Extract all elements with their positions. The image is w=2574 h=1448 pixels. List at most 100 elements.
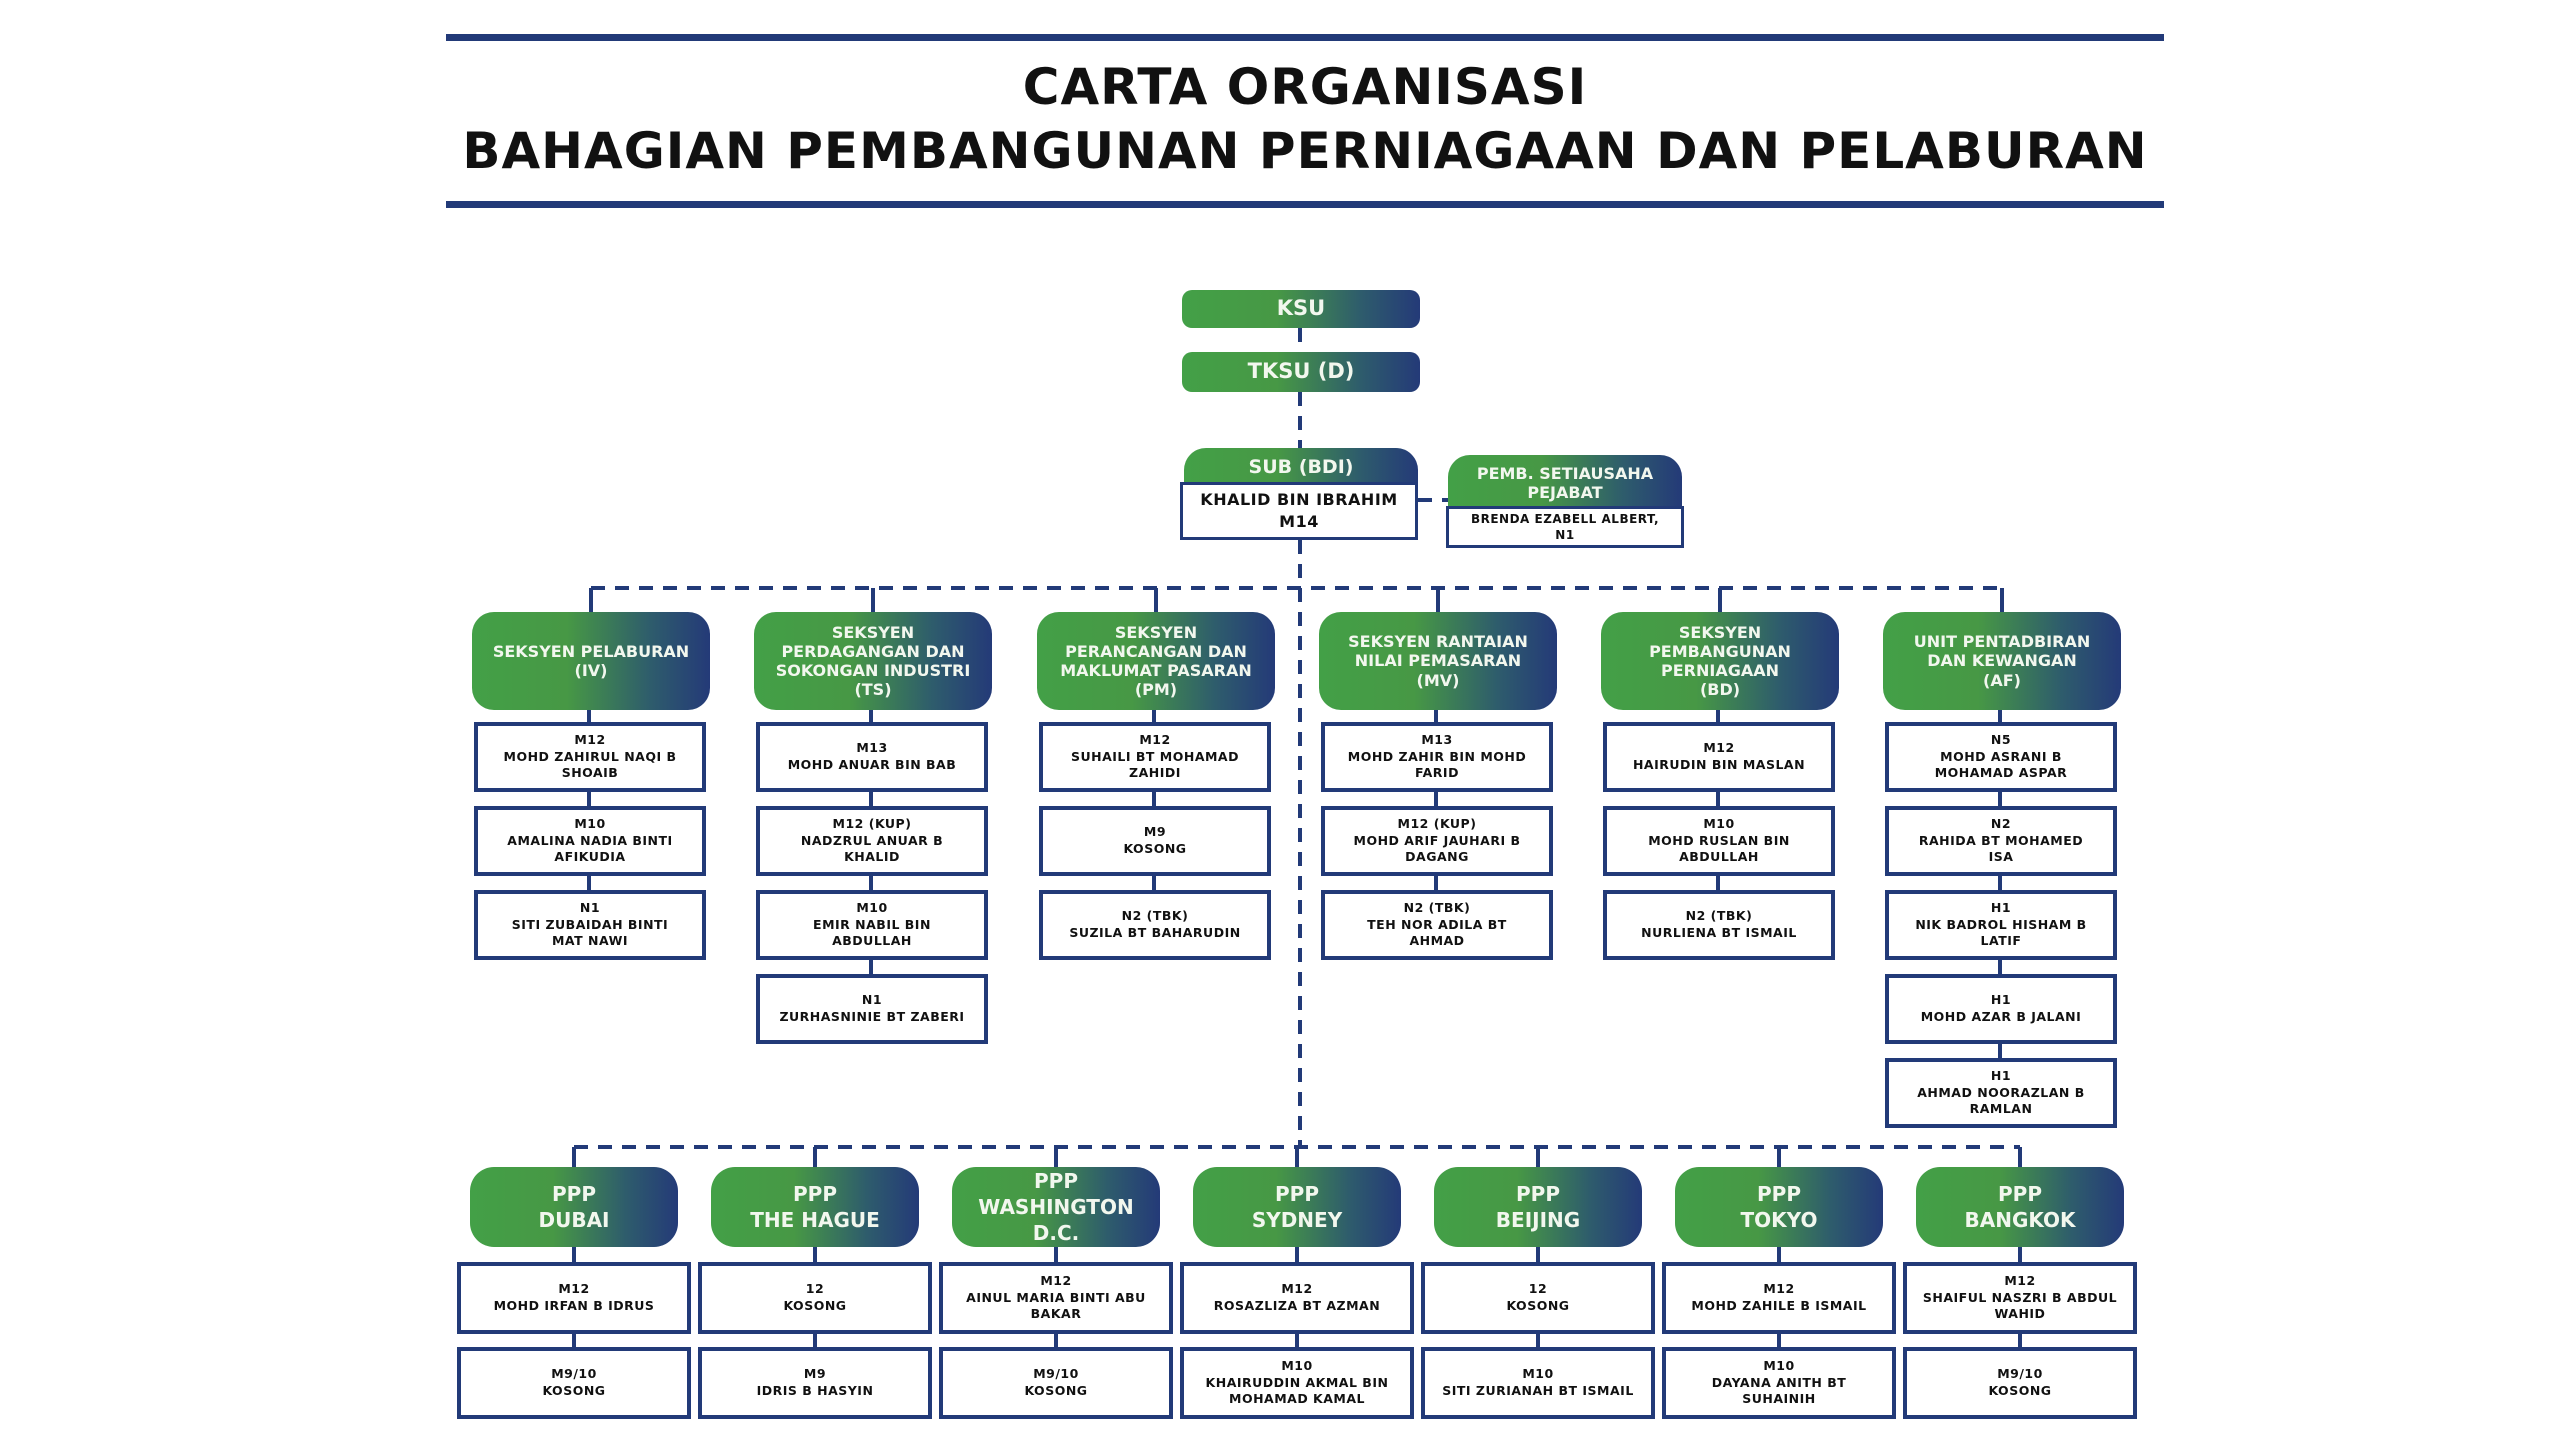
staff-grade: M12 (KUP) bbox=[1397, 815, 1477, 831]
staff-name: ZURHASNINIE BT ZABERI bbox=[779, 1009, 965, 1024]
staff-grade: M9 bbox=[803, 1366, 827, 1382]
staff-grade: N1 bbox=[861, 992, 883, 1008]
section-header: UNIT PENTADBIRAN DAN KEWANGAN (AF) bbox=[1883, 612, 2121, 710]
staff-name: DAYANA ANITH BT SUHAINIH bbox=[1711, 1374, 1847, 1407]
section-title: SEKSYEN PERDAGANGAN DAN SOKONGAN INDUSTR… bbox=[775, 622, 971, 700]
staff-name: RAHIDA BT MOHAMED ISA bbox=[1918, 832, 2084, 865]
tksu-label: TKSU (D) bbox=[1247, 359, 1355, 384]
staff-grade: N2 bbox=[1990, 815, 2012, 831]
staff-name: MOHD ZAHIR BIN MOHD FARID bbox=[1347, 748, 1527, 781]
staff-box: N2 (TBK)NURLIENA BT ISMAIL bbox=[1603, 890, 1835, 960]
office-title: PPP BEIJING bbox=[1495, 1182, 1581, 1232]
secretary-header: PEMB. SETIAUSAHA PEJABAT bbox=[1448, 455, 1682, 511]
office-title: PPP THE HAGUE bbox=[750, 1182, 880, 1232]
staff-grade: M10 bbox=[1522, 1366, 1554, 1382]
section-title: SEKSYEN RANTAIAN NILAI PEMASARAN (MV) bbox=[1348, 632, 1528, 690]
staff-name: MOHD ZAHIRUL NAQI B SHOAIB bbox=[503, 748, 677, 781]
staff-grade: M13 bbox=[856, 740, 888, 756]
section-title: SEKSYEN PELABURAN (IV) bbox=[492, 641, 690, 680]
staff-name: MOHD RUSLAN BIN ABDULLAH bbox=[1648, 832, 1790, 865]
office-title: PPP SYDNEY bbox=[1251, 1182, 1343, 1232]
staff-grade: M9/10 bbox=[1033, 1366, 1079, 1382]
staff-grade: M12 bbox=[1281, 1281, 1313, 1297]
staff-name: AINUL MARIA BINTI ABU BAKAR bbox=[966, 1289, 1146, 1322]
staff-grade: 12 bbox=[805, 1281, 825, 1297]
staff-name: KOSONG bbox=[1506, 1298, 1570, 1313]
office-title: PPP BANGKOK bbox=[1964, 1182, 2076, 1232]
staff-grade: N2 (TBK) bbox=[1685, 908, 1753, 924]
staff-name: SHAIFUL NASZRI B ABDUL WAHID bbox=[1922, 1289, 2118, 1322]
staff-name: KOSONG bbox=[542, 1383, 606, 1398]
sub-title: SUB (BDI) bbox=[1248, 455, 1354, 478]
staff-name: KOSONG bbox=[1123, 841, 1187, 856]
staff-box: M12 (KUP)NADZRUL ANUAR B KHALID bbox=[756, 806, 988, 876]
office-header: PPP WASHINGTON D.C. bbox=[952, 1167, 1160, 1247]
staff-name: MOHD ASRANI B MOHAMAD ASPAR bbox=[1934, 748, 2068, 781]
staff-name: KOSONG bbox=[1024, 1383, 1088, 1398]
staff-name: SITI ZUBAIDAH BINTI MAT NAWI bbox=[511, 916, 669, 949]
staff-name: ROSAZLIZA BT AZMAN bbox=[1213, 1298, 1381, 1313]
section-header: SEKSYEN PELABURAN (IV) bbox=[472, 612, 710, 710]
staff-name: KOSONG bbox=[783, 1298, 847, 1313]
office-header: PPP TOKYO bbox=[1675, 1167, 1883, 1247]
staff-box: N2 (TBK)SUZILA BT BAHARUDIN bbox=[1039, 890, 1271, 960]
staff-name: NURLIENA BT ISMAIL bbox=[1641, 925, 1797, 940]
staff-grade: M10 bbox=[1763, 1357, 1795, 1373]
staff-grade: N2 (TBK) bbox=[1403, 899, 1471, 915]
staff-name: MOHD ARIF JAUHARI B DAGANG bbox=[1353, 832, 1521, 865]
office-title: PPP TOKYO bbox=[1740, 1182, 1818, 1232]
staff-grade: M9/10 bbox=[1997, 1366, 2043, 1382]
staff-name: SITI ZURIANAH BT ISMAIL bbox=[1442, 1383, 1634, 1398]
chart-title: CARTA ORGANISASI bbox=[1022, 58, 1588, 116]
staff-name: SUHAILI BT MOHAMAD ZAHIDI bbox=[1070, 748, 1239, 781]
staff-grade: H1 bbox=[1990, 992, 2012, 1008]
staff-grade: M12 bbox=[2004, 1272, 2036, 1288]
ksu-node: KSU bbox=[1182, 290, 1420, 328]
staff-name: EMIR NABIL BIN ABDULLAH bbox=[813, 916, 931, 949]
secretary-holder-grade: N1 bbox=[1555, 528, 1575, 542]
office-header: PPP SYDNEY bbox=[1193, 1167, 1401, 1247]
staff-grade: M9/10 bbox=[551, 1366, 597, 1382]
sub-holder-box: KHALID BIN IBRAHIM M14 bbox=[1180, 482, 1418, 540]
section-header: SEKSYEN PERANCANGAN DAN MAKLUMAT PASARAN… bbox=[1037, 612, 1275, 710]
section-header: SEKSYEN PERDAGANGAN DAN SOKONGAN INDUSTR… bbox=[754, 612, 992, 710]
office-header: PPP DUBAI bbox=[470, 1167, 678, 1247]
bottom-rule bbox=[446, 201, 2164, 208]
tksu-node: TKSU (D) bbox=[1182, 352, 1420, 392]
top-rule bbox=[446, 34, 2164, 41]
staff-grade: M10 bbox=[574, 815, 606, 831]
staff-grade: M12 bbox=[1763, 1281, 1795, 1297]
section-title: SEKSYEN PEMBANGUNAN PERNIAGAAN (BD) bbox=[1649, 622, 1791, 700]
staff-grade: M9 bbox=[1143, 824, 1167, 840]
office-header: PPP BEIJING bbox=[1434, 1167, 1642, 1247]
staff-grade: H1 bbox=[1990, 1067, 2012, 1083]
staff-name: KHAIRUDDIN AKMAL BIN MOHAMAD KAMAL bbox=[1205, 1374, 1389, 1407]
secretary-title: PEMB. SETIAUSAHA PEJABAT bbox=[1476, 463, 1654, 502]
staff-name: AMALINA NADIA BINTI AFIKUDIA bbox=[507, 832, 673, 865]
staff-name: IDRIS B HASYIN bbox=[756, 1383, 874, 1398]
staff-grade: M12 bbox=[1139, 731, 1171, 747]
staff-grade: N2 (TBK) bbox=[1121, 908, 1189, 924]
staff-name: SUZILA BT BAHARUDIN bbox=[1069, 925, 1241, 940]
secretary-holder-name: BRENDA EZABELL ALBERT, bbox=[1470, 511, 1660, 526]
office-header: PPP BANGKOK bbox=[1916, 1167, 2124, 1247]
